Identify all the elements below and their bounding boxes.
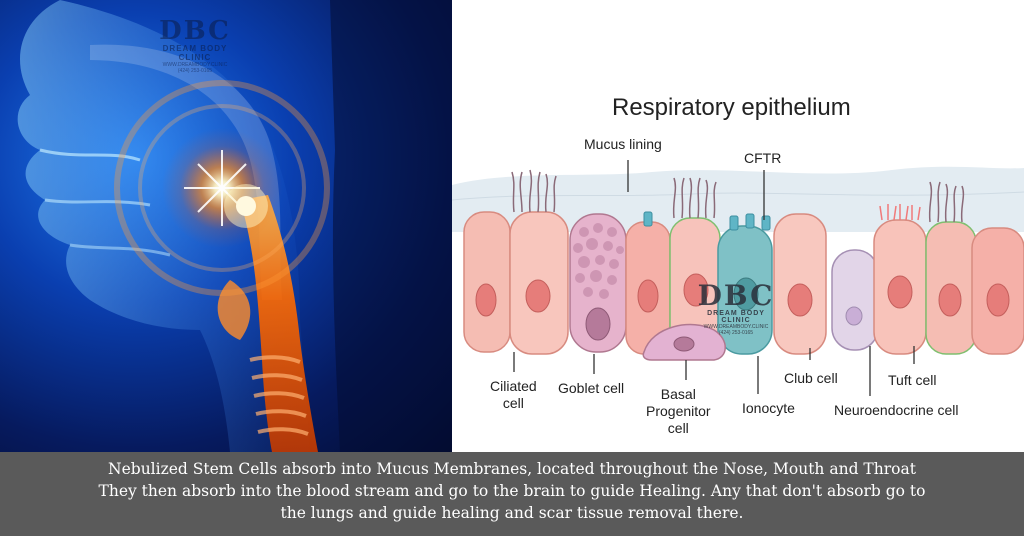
label-goblet-cell: Goblet cell <box>558 380 625 396</box>
label-basal-line3: cell <box>667 420 689 436</box>
epithelium-cells-art <box>452 160 1024 396</box>
caption-line-2: They then absorb into the blood stream a… <box>98 482 926 500</box>
label-ciliated-line1: Ciliated <box>490 378 537 394</box>
label-tuft-cell: Tuft cell <box>888 372 937 388</box>
watermark-mark: DBC <box>697 279 775 312</box>
logo-name: DREAM BODY CLINIC <box>162 44 228 62</box>
diagram-title: Respiratory epithelium <box>612 94 851 121</box>
label-mucus-lining: Mucus lining <box>584 136 662 152</box>
label-ciliated-line2: cell <box>502 395 524 411</box>
logo-website: WWW.DREAMBODY.CLINIC <box>162 62 228 68</box>
neuroendocrine-cell <box>831 249 879 351</box>
watermark-name: DREAM BODY CLINIC <box>707 310 765 324</box>
clinic-logo-small: DBC DREAM BODY CLINIC WWW.DREAMBODY.CLIN… <box>150 18 240 74</box>
caption-band: Nebulized Stem Cells absorb into Mucus M… <box>0 452 1024 536</box>
throat-illustration: DBC DREAM BODY CLINIC WWW.DREAMBODY.CLIN… <box>0 0 452 452</box>
label-cftr: CFTR <box>744 150 782 166</box>
throat-illustration-art <box>17 0 452 452</box>
clinic-logo-watermark: DBC DREAM BODY CLINIC WWW.DREAMBODY.CLIN… <box>696 279 776 337</box>
logo-mark: DBC <box>159 16 231 46</box>
label-neuroendocrine-cell: Neuroendocrine cell <box>834 402 959 418</box>
logo-phone: (424) 253-0165 <box>177 68 213 74</box>
watermark-phone: (424) 253-0165 <box>718 330 754 336</box>
label-ionocyte: Ionocyte <box>742 400 795 416</box>
label-ciliated-cell: Ciliated cell <box>490 378 537 412</box>
label-basal-line1: Basal <box>660 386 696 402</box>
caption-line-3: the lungs and guide healing and scar tis… <box>280 504 744 522</box>
label-club-cell: Club cell <box>784 370 838 386</box>
label-basal-line2: Progenitor <box>646 403 711 419</box>
watermark-website: WWW.DREAMBODY.CLINIC <box>703 324 769 330</box>
caption-line-1: Nebulized Stem Cells absorb into Mucus M… <box>108 460 916 478</box>
epithelium-diagram: Respiratory epithelium Mucus lining CFTR… <box>452 0 1024 452</box>
label-basal-progenitor-cell: Basal Progenitor cell <box>646 386 711 437</box>
